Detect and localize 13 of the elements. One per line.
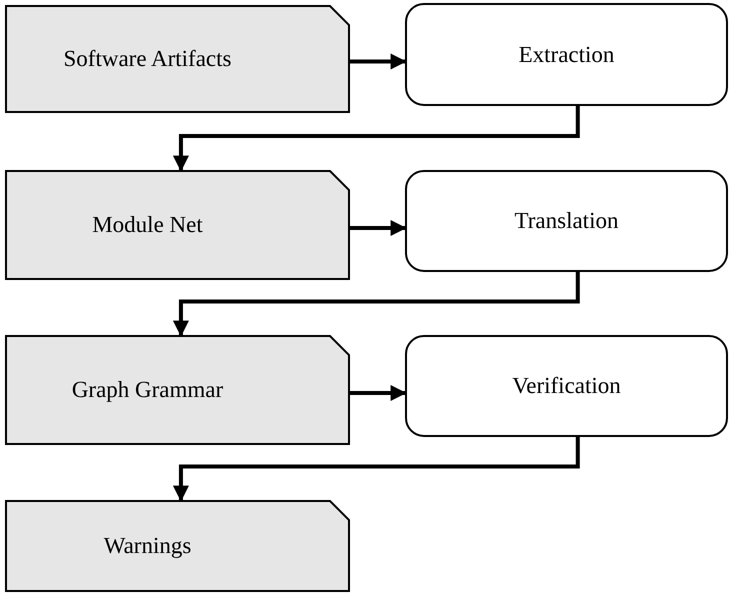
arrow	[172, 106, 580, 172]
node-label: Extraction	[518, 42, 614, 68]
arrow	[350, 220, 407, 236]
node-label: Warnings	[104, 533, 192, 559]
arrow	[350, 385, 407, 401]
node-label: Translation	[514, 208, 618, 234]
node-label: Graph Grammar	[72, 377, 224, 403]
node-label: Module Net	[92, 212, 203, 238]
arrow	[350, 54, 407, 70]
arrow	[172, 272, 580, 337]
node-label: Software Artifacts	[64, 46, 232, 72]
node-label: Verification	[512, 373, 621, 399]
arrow	[172, 437, 580, 502]
